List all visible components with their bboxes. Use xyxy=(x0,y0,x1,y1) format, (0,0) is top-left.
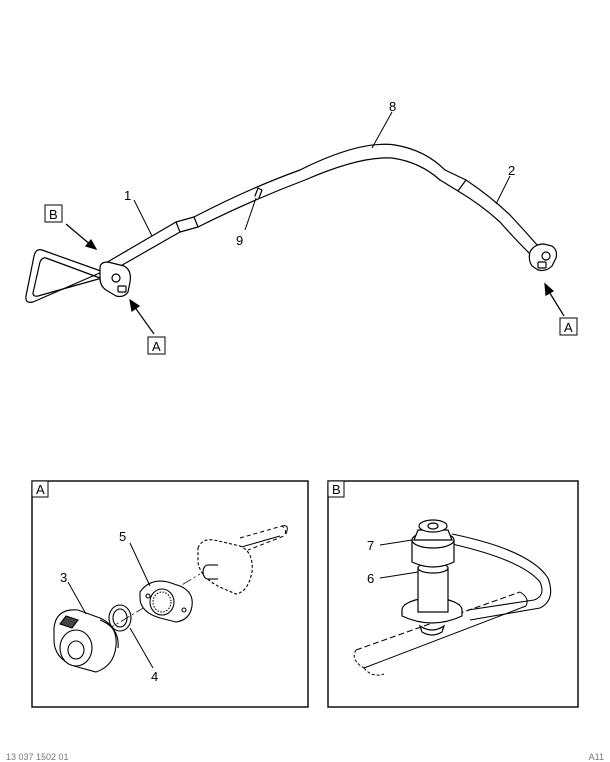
callout-8: 8 xyxy=(389,99,396,114)
detail-a-panel: A xyxy=(31,480,309,708)
callout-9: 9 xyxy=(236,233,243,248)
right-flange-fitting xyxy=(528,243,558,272)
left-flange-fitting xyxy=(99,261,131,298)
callout-7: 7 xyxy=(367,538,374,553)
leader-lines xyxy=(133,111,511,237)
detail-b-loop-pipe xyxy=(451,533,552,621)
detail-b-fitting xyxy=(401,519,463,636)
o-ring-4 xyxy=(108,604,132,632)
view-arrows xyxy=(65,223,565,335)
footer-page: A11 xyxy=(588,752,604,762)
detail-b-tag: B xyxy=(332,482,341,497)
detail-a-flange xyxy=(197,539,253,595)
view-ref-a-label-right: A xyxy=(564,320,573,335)
detail-a-nipple xyxy=(202,564,218,580)
callout-3: 3 xyxy=(60,570,67,585)
callout-4: 4 xyxy=(151,669,158,684)
view-ref-a-label-bottom: A xyxy=(152,339,161,354)
gasket-5 xyxy=(139,580,193,623)
pipe-assembly xyxy=(25,143,539,303)
view-ref-a-box-bottom: A xyxy=(147,336,166,355)
detail-a-leaders xyxy=(67,542,154,669)
footer-ref: 13 037 1502 01 xyxy=(6,752,69,762)
cap-3 xyxy=(53,609,119,673)
callout-2: 2 xyxy=(508,163,515,178)
callout-5: 5 xyxy=(119,529,126,544)
callout-6: 6 xyxy=(367,571,374,586)
view-ref-a-box-right: A xyxy=(559,317,578,336)
callout-1: 1 xyxy=(124,188,131,203)
detail-b-leaders xyxy=(379,539,419,579)
view-ref-b-label: B xyxy=(49,207,58,222)
detail-b-panel: B xyxy=(327,480,579,708)
view-ref-b-box: B xyxy=(44,204,63,223)
detail-a-pipe-stub xyxy=(237,525,288,551)
detail-a-tag: A xyxy=(36,482,45,497)
